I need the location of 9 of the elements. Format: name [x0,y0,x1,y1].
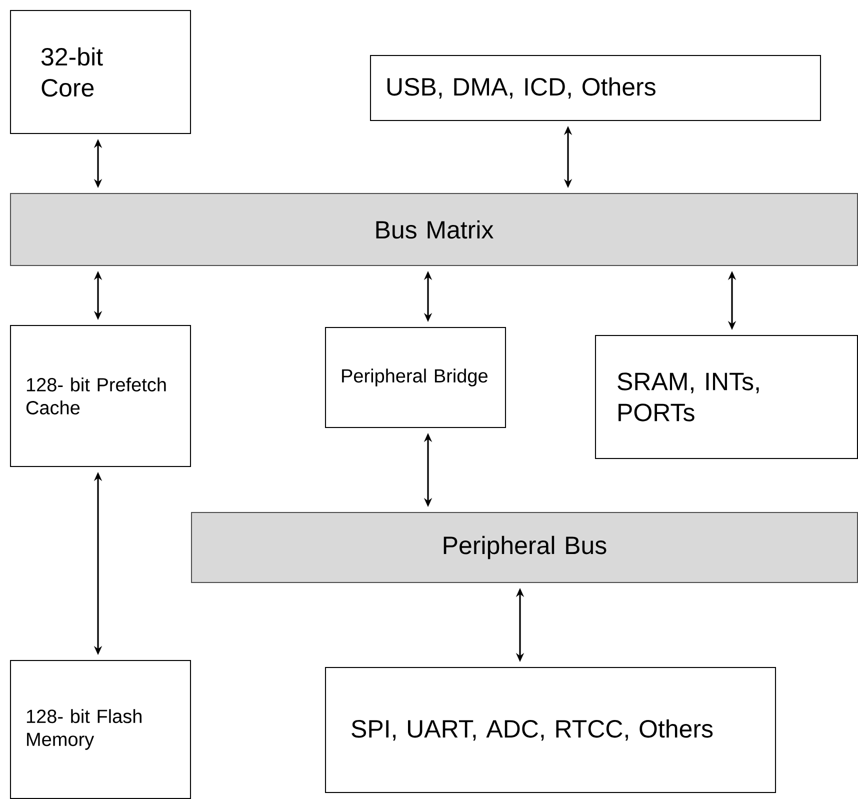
component-box: 32-bit Core [10,10,191,134]
component-box: USB, DMA, ICD, Others [370,55,821,121]
bus-band: Peripheral Bus [191,512,858,583]
component-box: SRAM, INTs, PORTs [595,335,858,459]
component-box: SPI, UART, ADC, RTCC, Others [325,667,776,793]
component-box: Peripheral Bridge [325,327,506,428]
bus-band: Bus Matrix [10,193,858,266]
component-box: 128- bit Flash Memory [10,660,191,799]
component-box: 128- bit Prefetch Cache [10,325,191,467]
